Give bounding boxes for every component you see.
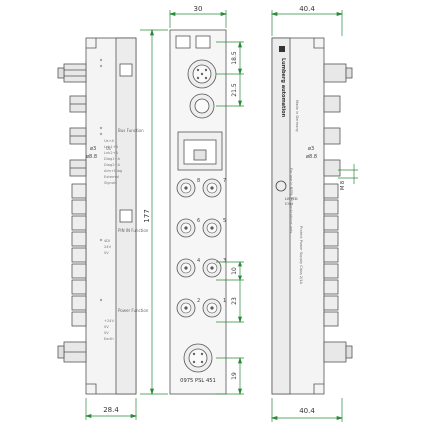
left-side-view <box>57 37 137 395</box>
front-view <box>169 29 227 395</box>
dim-10: 10 <box>231 267 238 275</box>
dim-21-5: 21.5 <box>231 83 238 97</box>
left-connector-3 <box>69 127 87 145</box>
right-connector-3 <box>323 127 341 145</box>
cert-sub: E303 <box>285 202 293 206</box>
m8-port <box>176 298 196 318</box>
right-connector-4 <box>323 159 341 177</box>
hole-small-label-right: ø3 <box>308 146 314 152</box>
m8-port <box>176 178 196 198</box>
label-nfpa: For use in NFPA 79 Applications only <box>289 168 293 234</box>
label-pin-function: PIN IN Function <box>118 228 149 233</box>
front-bus-block <box>177 131 223 171</box>
ul-cert-mark <box>275 180 287 192</box>
dim-m8 <box>338 164 358 184</box>
pin-item-label: 24V <box>104 245 112 249</box>
hole-large-label: ø8.8 <box>86 154 97 160</box>
bus-item-label: Diag2+A <box>104 163 121 167</box>
bus-item-label: Lnk1+A <box>104 145 119 149</box>
left-connector-4 <box>69 159 87 177</box>
dim-front-right <box>216 40 244 396</box>
hole-large-label-right: ø8.8 <box>306 154 317 160</box>
m8-port <box>202 218 222 238</box>
right-port-stack <box>323 183 339 327</box>
power-item-label: 0V <box>104 325 109 329</box>
cert-listed: LISTED <box>285 197 298 201</box>
bus-item-label: Us+A <box>104 139 115 143</box>
front-port-power <box>183 343 213 373</box>
m8-port <box>202 178 222 198</box>
right-connector-bottom <box>323 341 353 363</box>
m8-port-grid <box>176 178 222 318</box>
port-labels: 8 7 6 5 4 3 2 1 <box>197 178 226 304</box>
m8-port <box>202 258 222 278</box>
front-port-x1 <box>187 59 217 89</box>
dim-top-front <box>168 10 228 28</box>
pin-item-label: 0V <box>104 251 109 255</box>
bus-item-label: Diag1+A <box>104 157 121 161</box>
label-us: Us <box>106 146 111 151</box>
power-item-label: +24V <box>104 319 115 323</box>
port-number-label: 4 <box>197 258 200 264</box>
bus-item-label: Alm+Diag <box>104 169 122 173</box>
dim-40-4-top: 40.4 <box>299 5 315 13</box>
left-view-labels: Bus Function PIN IN Function Power Funct… <box>106 128 149 313</box>
left-connector-bottom <box>57 341 87 363</box>
front-port-x1a <box>189 93 215 119</box>
port-number-label: 2 <box>197 298 200 304</box>
pin-items: 4DI 24V 0V <box>104 239 112 255</box>
port-number-label: 5 <box>223 218 226 224</box>
left-led-column <box>99 58 103 302</box>
dim-19: 19 <box>231 372 238 380</box>
port-number-label: 6 <box>197 218 200 224</box>
part-number: 0975 PSL 451 <box>180 378 216 384</box>
bus-items: Us+A Lnk1+A Lnk2+A Diag1+A Diag2+A Alm+DiagEx… <box>104 139 122 185</box>
label-power-function: Power Function <box>118 308 149 313</box>
dim-top-right <box>270 10 344 36</box>
right-connector-2 <box>323 95 341 113</box>
dim-30: 30 <box>194 5 203 13</box>
m8-port <box>176 218 196 238</box>
power-item-label: Earth <box>104 337 114 341</box>
dim-40-4-bottom: 40.4 <box>299 407 315 415</box>
dim-m8-label: M 8 <box>340 181 346 190</box>
right-side-view <box>271 37 353 395</box>
brand-name: Lumberg automation <box>280 58 286 118</box>
left-port-stack <box>71 183 87 327</box>
port-number-label: 3 <box>223 258 226 264</box>
right-connector-top <box>323 63 353 83</box>
dim-28-4: 28.4 <box>103 406 119 414</box>
port-number-label: 1 <box>223 298 226 304</box>
hole-small-label: ø3 <box>90 146 96 152</box>
brand-logo <box>279 46 285 52</box>
power-item-label: 0V <box>104 331 109 335</box>
dim-18-5: 18.5 <box>231 51 238 65</box>
dim-177: 177 <box>143 209 151 222</box>
bus-item-label: Lnk2+A <box>104 151 119 155</box>
pin-item-label: 4DI <box>104 239 110 243</box>
dim-bottom-right <box>270 398 344 422</box>
m8-port <box>176 258 196 278</box>
power-items: +24V 0V 0V Earth <box>104 319 115 341</box>
label-bus-function: Bus Function <box>118 128 144 133</box>
dim-bottom-left <box>84 398 138 420</box>
label-made: Made in Germany <box>295 100 299 133</box>
bus-item-label: External <box>104 175 119 179</box>
left-connector-top <box>57 63 87 83</box>
bus-item-label: Signals <box>104 181 117 185</box>
left-connector-2 <box>69 95 87 113</box>
port-number-label: 8 <box>197 178 200 184</box>
dim-height-total <box>140 28 168 396</box>
dim-23: 23 <box>231 297 238 305</box>
port-number-label: 7 <box>223 178 226 184</box>
label-power-supply: Protect Power Supply Class 2/1A <box>299 226 303 285</box>
m8-port <box>202 298 222 318</box>
